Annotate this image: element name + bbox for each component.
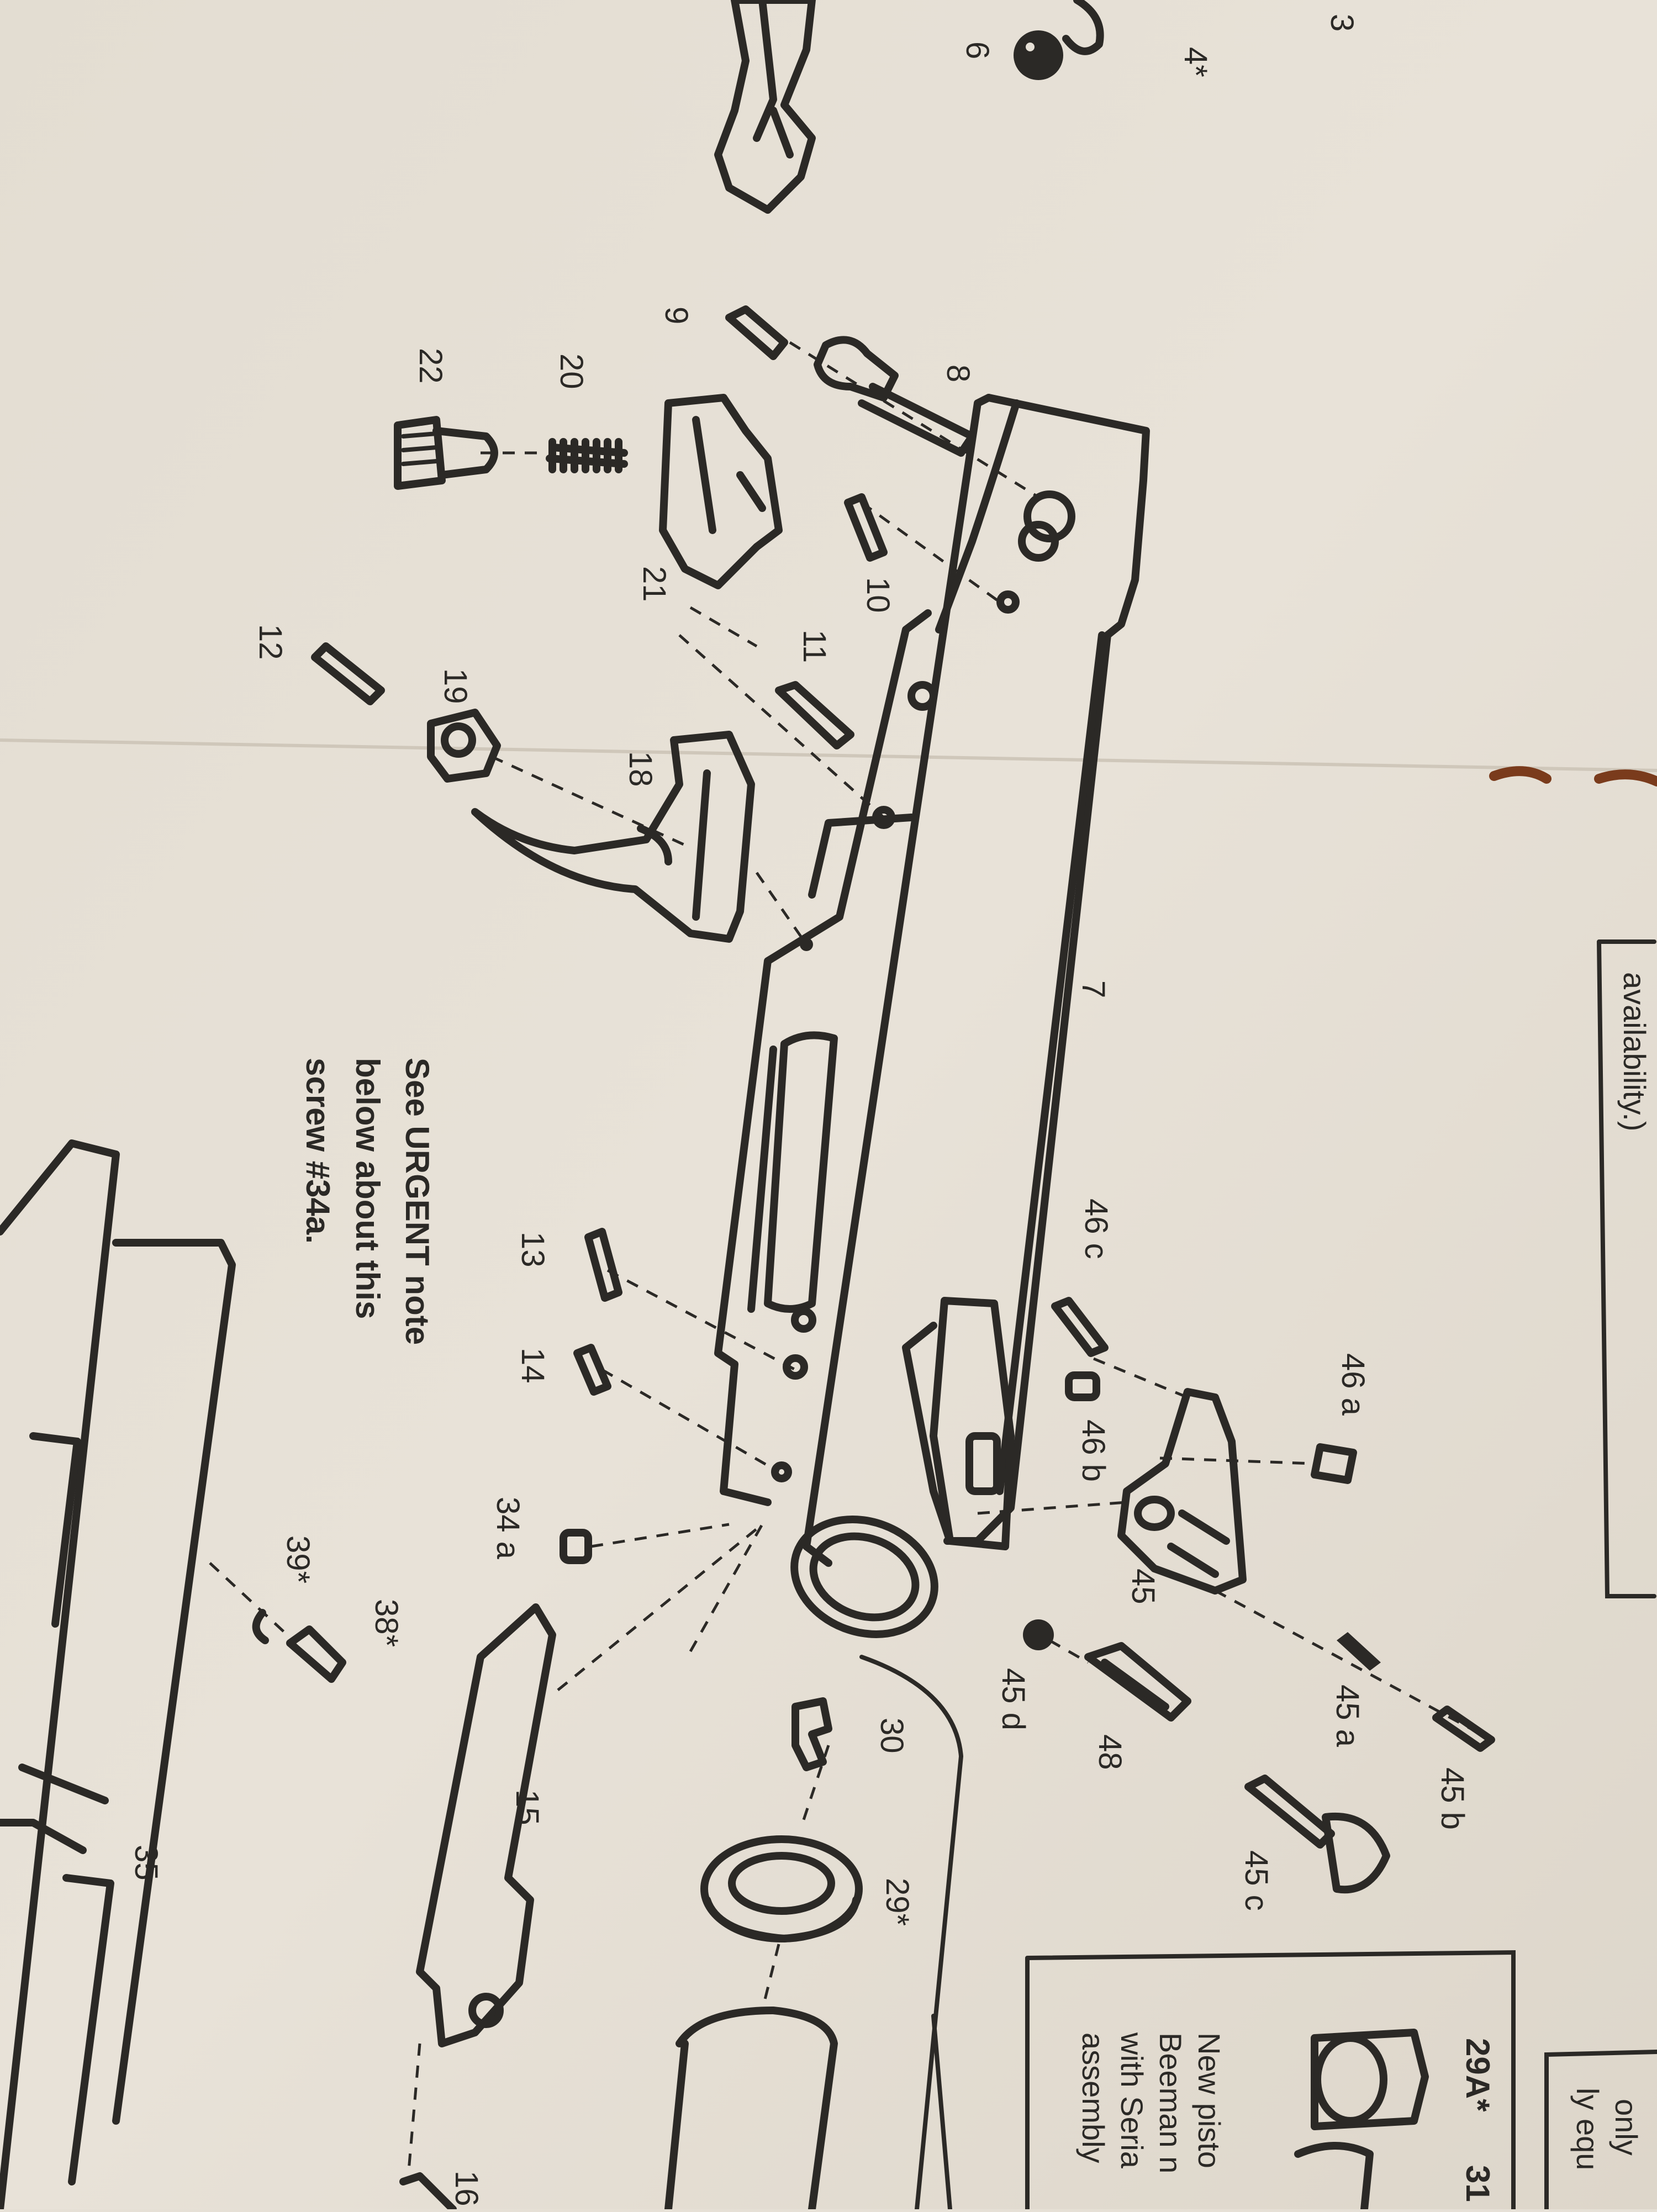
label-part-21: 21 [636, 566, 672, 602]
availability-text: availability.) [1617, 972, 1652, 1131]
part-8-screw [814, 336, 976, 457]
availability-box: availability.) [1597, 939, 1656, 1598]
label-part-45c: 45 c [1238, 1850, 1274, 1911]
box-line-3: with Seria [1115, 2032, 1149, 2169]
label-part-30: 30 [874, 1718, 910, 1754]
label-part-20: 20 [553, 353, 589, 389]
urgent-note: See URGENT note below about this screw #… [299, 1058, 436, 1345]
urgent-note-line-1: See URGENT note [399, 1058, 436, 1345]
box-line-4: assembly [1076, 2032, 1111, 2163]
label-part-18: 18 [622, 751, 658, 787]
label-part-45: 45 [1125, 1569, 1161, 1604]
label-part-7: 7 [1075, 980, 1111, 998]
label-part-45d: 45 d [995, 1668, 1031, 1730]
label-part-48: 48 [1092, 1734, 1128, 1770]
part-10-pin [844, 493, 888, 562]
piston-29a-drawing [1294, 2029, 1429, 2212]
part-14-pin [573, 1344, 611, 1396]
label-part-29: 29* [879, 1878, 915, 1926]
box-part-number: 29A* [1459, 2038, 1496, 2112]
label-part-22: 22 [413, 348, 448, 384]
label-part-46c: 46 c [1078, 1199, 1114, 1259]
part-22-plug [394, 416, 498, 490]
part-45c-screw [1244, 1775, 1390, 1894]
part-20-spring [546, 438, 628, 473]
label-part-35: 35 [128, 1845, 164, 1881]
label-part-14: 14 [515, 1348, 551, 1384]
label-part-4: 4* [1178, 47, 1213, 77]
label-part-8: 8 [940, 365, 976, 382]
part-15-cocking-lever [416, 1603, 556, 2047]
stock-part-35 [0, 1139, 236, 2212]
fold-crease [0, 738, 1657, 772]
box-line-1: New pisto [1192, 2032, 1227, 2168]
part-48-spring [1084, 1642, 1191, 1722]
box-line-2: Beeman n [1153, 2032, 1188, 2173]
urgent-note-line-2: below about this [349, 1058, 386, 1319]
rear-sight-part-45 [1117, 1388, 1247, 1595]
staple-mark [1594, 769, 1657, 786]
part-11-pin [775, 681, 854, 749]
part-46b-screw [1065, 1371, 1100, 1401]
leader-arc [931, 2014, 952, 2211]
part-3-fragment [714, 0, 816, 214]
label-part-39: 39* [280, 1535, 316, 1583]
label-part-9: 9 [658, 307, 694, 324]
part-9-pin [725, 305, 788, 360]
leader-arc [859, 1655, 964, 2211]
corner-box: only ly equ [1544, 2050, 1657, 2211]
label-part-19: 19 [437, 668, 473, 704]
part-30-seal [791, 1697, 832, 1771]
urgent-note-line-3: screw #34a. [299, 1058, 336, 1244]
piston-info-box: 29A* 31 New pisto Beeman n with Seria as… [1025, 1950, 1516, 2212]
staple-mark [1489, 766, 1552, 784]
part-45d-nut [1023, 1619, 1054, 1650]
label-part-46a: 46 a [1335, 1353, 1371, 1416]
part-46a-screw [1311, 1443, 1357, 1484]
part-21-block [659, 394, 783, 589]
box-part-number-2: 31 [1459, 2165, 1496, 2202]
part-16-screw [399, 2172, 457, 2212]
part-12-pin [311, 642, 385, 705]
part-39-ring [252, 1609, 269, 1644]
part-46c-pin [1051, 1297, 1109, 1357]
part-34a-screw [560, 1529, 592, 1564]
part-18-trigger [471, 731, 755, 943]
label-part-38: 38* [368, 1599, 404, 1647]
part-13-pin [584, 1228, 622, 1302]
assembly-guide-lines [209, 341, 1492, 2171]
part-45a-pin [1337, 1632, 1381, 1671]
part-29-piston [700, 1835, 863, 1942]
corner-line-1: only [1609, 2099, 1644, 2156]
receiver-tube-part-7 [714, 394, 1150, 1638]
part-19-link [427, 709, 501, 783]
label-part-6: 6 [959, 41, 995, 59]
label-part-34a: 34 a [490, 1497, 526, 1560]
label-part-10: 10 [860, 577, 896, 613]
label-part-45a: 45 a [1329, 1685, 1365, 1748]
part-6-ball [1014, 30, 1063, 80]
part-4-fragment [1062, 0, 1104, 55]
label-part-16: 16 [448, 2171, 484, 2206]
label-part-45b: 45 b [1434, 1767, 1470, 1830]
label-part-3: 3 [1324, 14, 1360, 31]
label-part-13: 13 [515, 1232, 551, 1268]
corner-line-2: ly equ [1570, 2088, 1605, 2170]
label-part-11: 11 [796, 630, 832, 663]
label-part-15: 15 [509, 1789, 545, 1825]
label-part-12: 12 [252, 624, 288, 660]
compression-tube [664, 2007, 838, 2212]
part-38-screw [286, 1625, 346, 1683]
label-part-46b: 46 b [1075, 1419, 1111, 1482]
